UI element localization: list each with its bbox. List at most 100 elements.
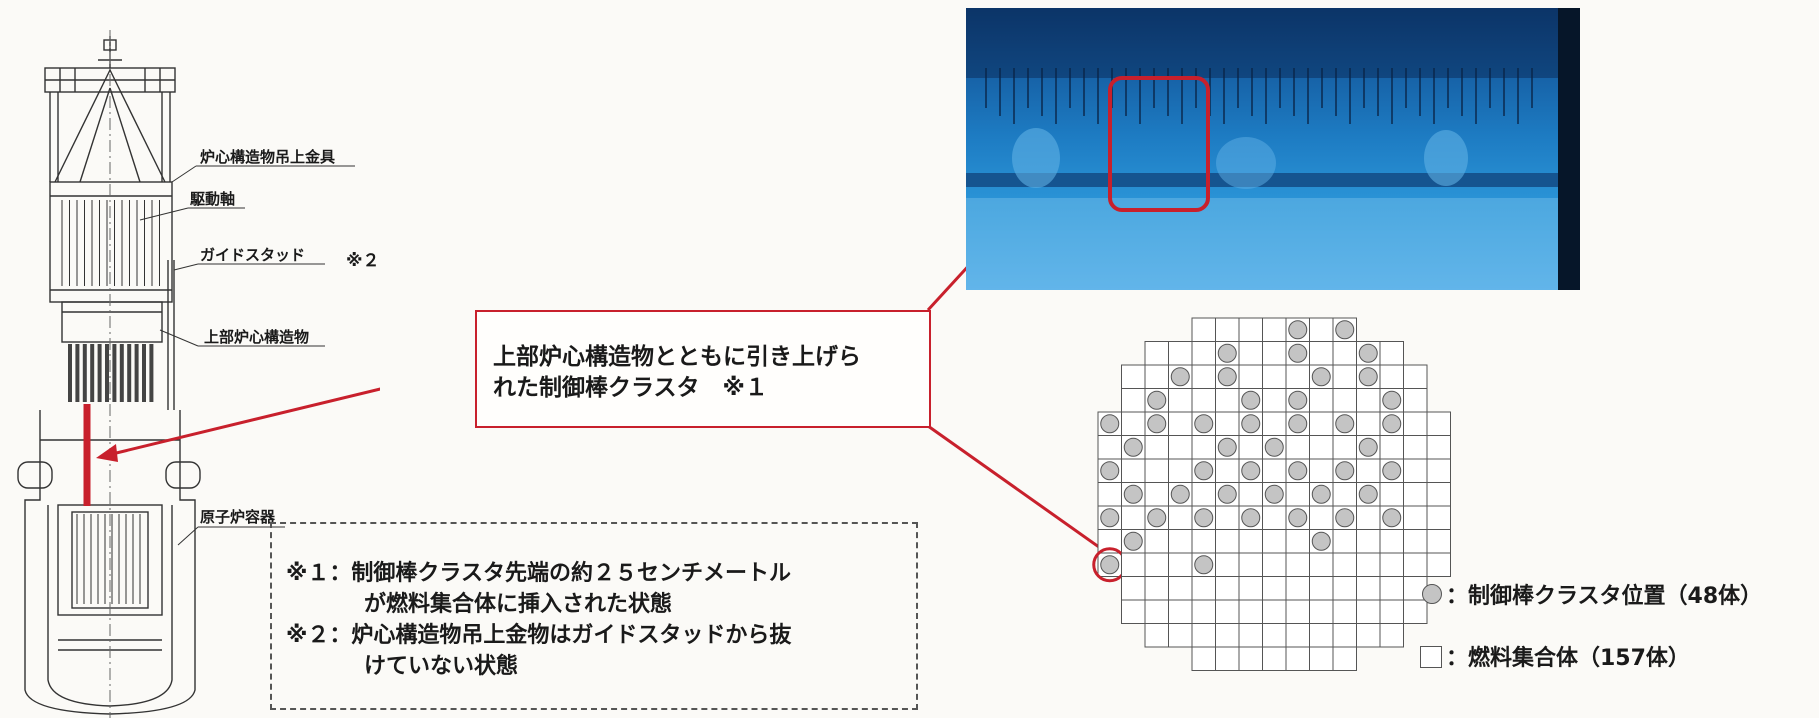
legend-fuel-assembly: ：燃料集合体（157体） (1446, 646, 1690, 671)
fuel-assembly-cell (1191, 599, 1216, 624)
fuel-assembly-cell (1426, 482, 1451, 507)
fuel-assembly-cell (1121, 505, 1146, 530)
fuel-assembly-cell (1215, 646, 1240, 671)
fuel-assembly-cell (1168, 599, 1193, 624)
rod-cluster-position (1311, 367, 1331, 387)
fuel-assembly-cell (1285, 482, 1310, 507)
fuel-assembly-cell (1191, 646, 1216, 671)
fuel-assembly-cell (1309, 623, 1334, 648)
fuel-assembly-cell (1332, 529, 1357, 554)
fuel-assembly-cell (1426, 552, 1451, 577)
fuel-assembly-cell (1168, 529, 1193, 554)
fuel-assembly-cell (1379, 599, 1404, 624)
rod-cluster-position (1311, 484, 1331, 504)
fuel-assembly-cell (1309, 458, 1334, 483)
rod-cluster-position (1194, 555, 1214, 575)
core-loading-map (1092, 317, 1451, 671)
note-2-line-1: ※２：炉心構造物吊上金物はガイドスタッドから抜 (286, 623, 792, 648)
rod-cluster-position (1335, 320, 1355, 340)
fuel-assembly-cell (1356, 411, 1381, 436)
fuel-assembly-cell (1168, 458, 1193, 483)
fuel-assembly-cell (1168, 623, 1193, 648)
fuel-assembly-cell (1379, 435, 1404, 460)
fuel-assembly-cell (1285, 623, 1310, 648)
fuel-assembly-cell (1262, 364, 1287, 389)
fuel-assembly-cell (1262, 411, 1287, 436)
fuel-assembly-cell (1215, 411, 1240, 436)
fuel-assembly-cell (1309, 599, 1334, 624)
fuel-assembly-cell (1144, 599, 1169, 624)
fuel-assembly-cell (1403, 529, 1428, 554)
fuel-assembly-cell (1426, 458, 1451, 483)
fuel-assembly-cell (1285, 646, 1310, 671)
rod-cluster-position (1194, 508, 1214, 528)
reactor-drawing (17, 30, 380, 718)
fuel-assembly-cell (1191, 364, 1216, 389)
fuel-assembly-cell (1332, 576, 1357, 601)
rod-cluster-position (1288, 320, 1308, 340)
rod-cluster-position (1100, 555, 1120, 575)
fuel-assembly-cell (1262, 505, 1287, 530)
rod-cluster-position (1382, 414, 1402, 434)
fuel-assembly-cell (1285, 529, 1310, 554)
fuel-assembly-cell (1403, 482, 1428, 507)
fuel-assembly-cell (1379, 341, 1404, 366)
fuel-assembly-cell (1238, 529, 1263, 554)
fuel-assembly-cell (1144, 552, 1169, 577)
fuel-assembly-cell (1238, 341, 1263, 366)
fuel-assembly-cell (1168, 552, 1193, 577)
rod-cluster-position (1123, 531, 1143, 551)
fuel-assembly-cell (1309, 576, 1334, 601)
rod-cluster-position (1123, 484, 1143, 504)
fuel-assembly-cell (1426, 411, 1451, 436)
rod-cluster-position (1170, 367, 1190, 387)
photo-highlight-box (1108, 76, 1210, 212)
fuel-assembly-cell (1121, 364, 1146, 389)
fuel-assembly-cell (1262, 458, 1287, 483)
fuel-assembly-cell (1121, 458, 1146, 483)
fuel-assembly-cell (1191, 529, 1216, 554)
fuel-assembly-cell (1215, 599, 1240, 624)
rod-cluster-position (1264, 437, 1284, 457)
fuel-assembly-cell (1097, 482, 1122, 507)
fuel-assembly-cell (1403, 599, 1428, 624)
rod-cluster-position (1147, 414, 1167, 434)
fuel-assembly-cell (1426, 435, 1451, 460)
fuel-assembly-cell (1168, 435, 1193, 460)
fuel-assembly-cell (1356, 505, 1381, 530)
fuel-assembly-cell (1238, 552, 1263, 577)
fuel-assembly-cell (1309, 317, 1334, 342)
fuel-assembly-cell (1262, 552, 1287, 577)
fuel-assembly-cell (1215, 505, 1240, 530)
fuel-assembly-cell (1238, 623, 1263, 648)
rod-cluster-position (1335, 508, 1355, 528)
fuel-assembly-cell (1121, 599, 1146, 624)
fuel-assembly-cell (1309, 552, 1334, 577)
fuel-assembly-cell (1379, 576, 1404, 601)
fuel-assembly-cell (1379, 529, 1404, 554)
legend-rod-cluster: ：制御棒クラスタ位置（48体） (1446, 584, 1763, 609)
fuel-assembly-cell (1403, 388, 1428, 413)
rod-cluster-position (1288, 508, 1308, 528)
label-upper-internals: 上部炉心構造物 (204, 328, 310, 346)
fuel-assembly-cell (1121, 576, 1146, 601)
rod-cluster-position (1311, 531, 1331, 551)
rod-cluster-position (1217, 367, 1237, 387)
fuel-assembly-cell (1285, 552, 1310, 577)
fuel-assembly-cell (1238, 364, 1263, 389)
fuel-assembly-cell (1403, 435, 1428, 460)
fuel-assembly-cell (1168, 341, 1193, 366)
fuel-assembly-cell (1332, 552, 1357, 577)
fuel-assembly-cell (1309, 341, 1334, 366)
rod-cluster-position (1382, 390, 1402, 410)
fuel-assembly-cell (1285, 435, 1310, 460)
fuel-assembly-cell (1168, 505, 1193, 530)
fuel-assembly-cell (1332, 482, 1357, 507)
rod-cluster-position (1241, 390, 1261, 410)
fuel-assembly-cell (1168, 388, 1193, 413)
rod-cluster-position (1358, 343, 1378, 363)
fuel-assembly-cell (1191, 341, 1216, 366)
fuel-assembly-cell (1379, 552, 1404, 577)
fuel-assembly-cell (1285, 576, 1310, 601)
rod-cluster-position (1358, 437, 1378, 457)
